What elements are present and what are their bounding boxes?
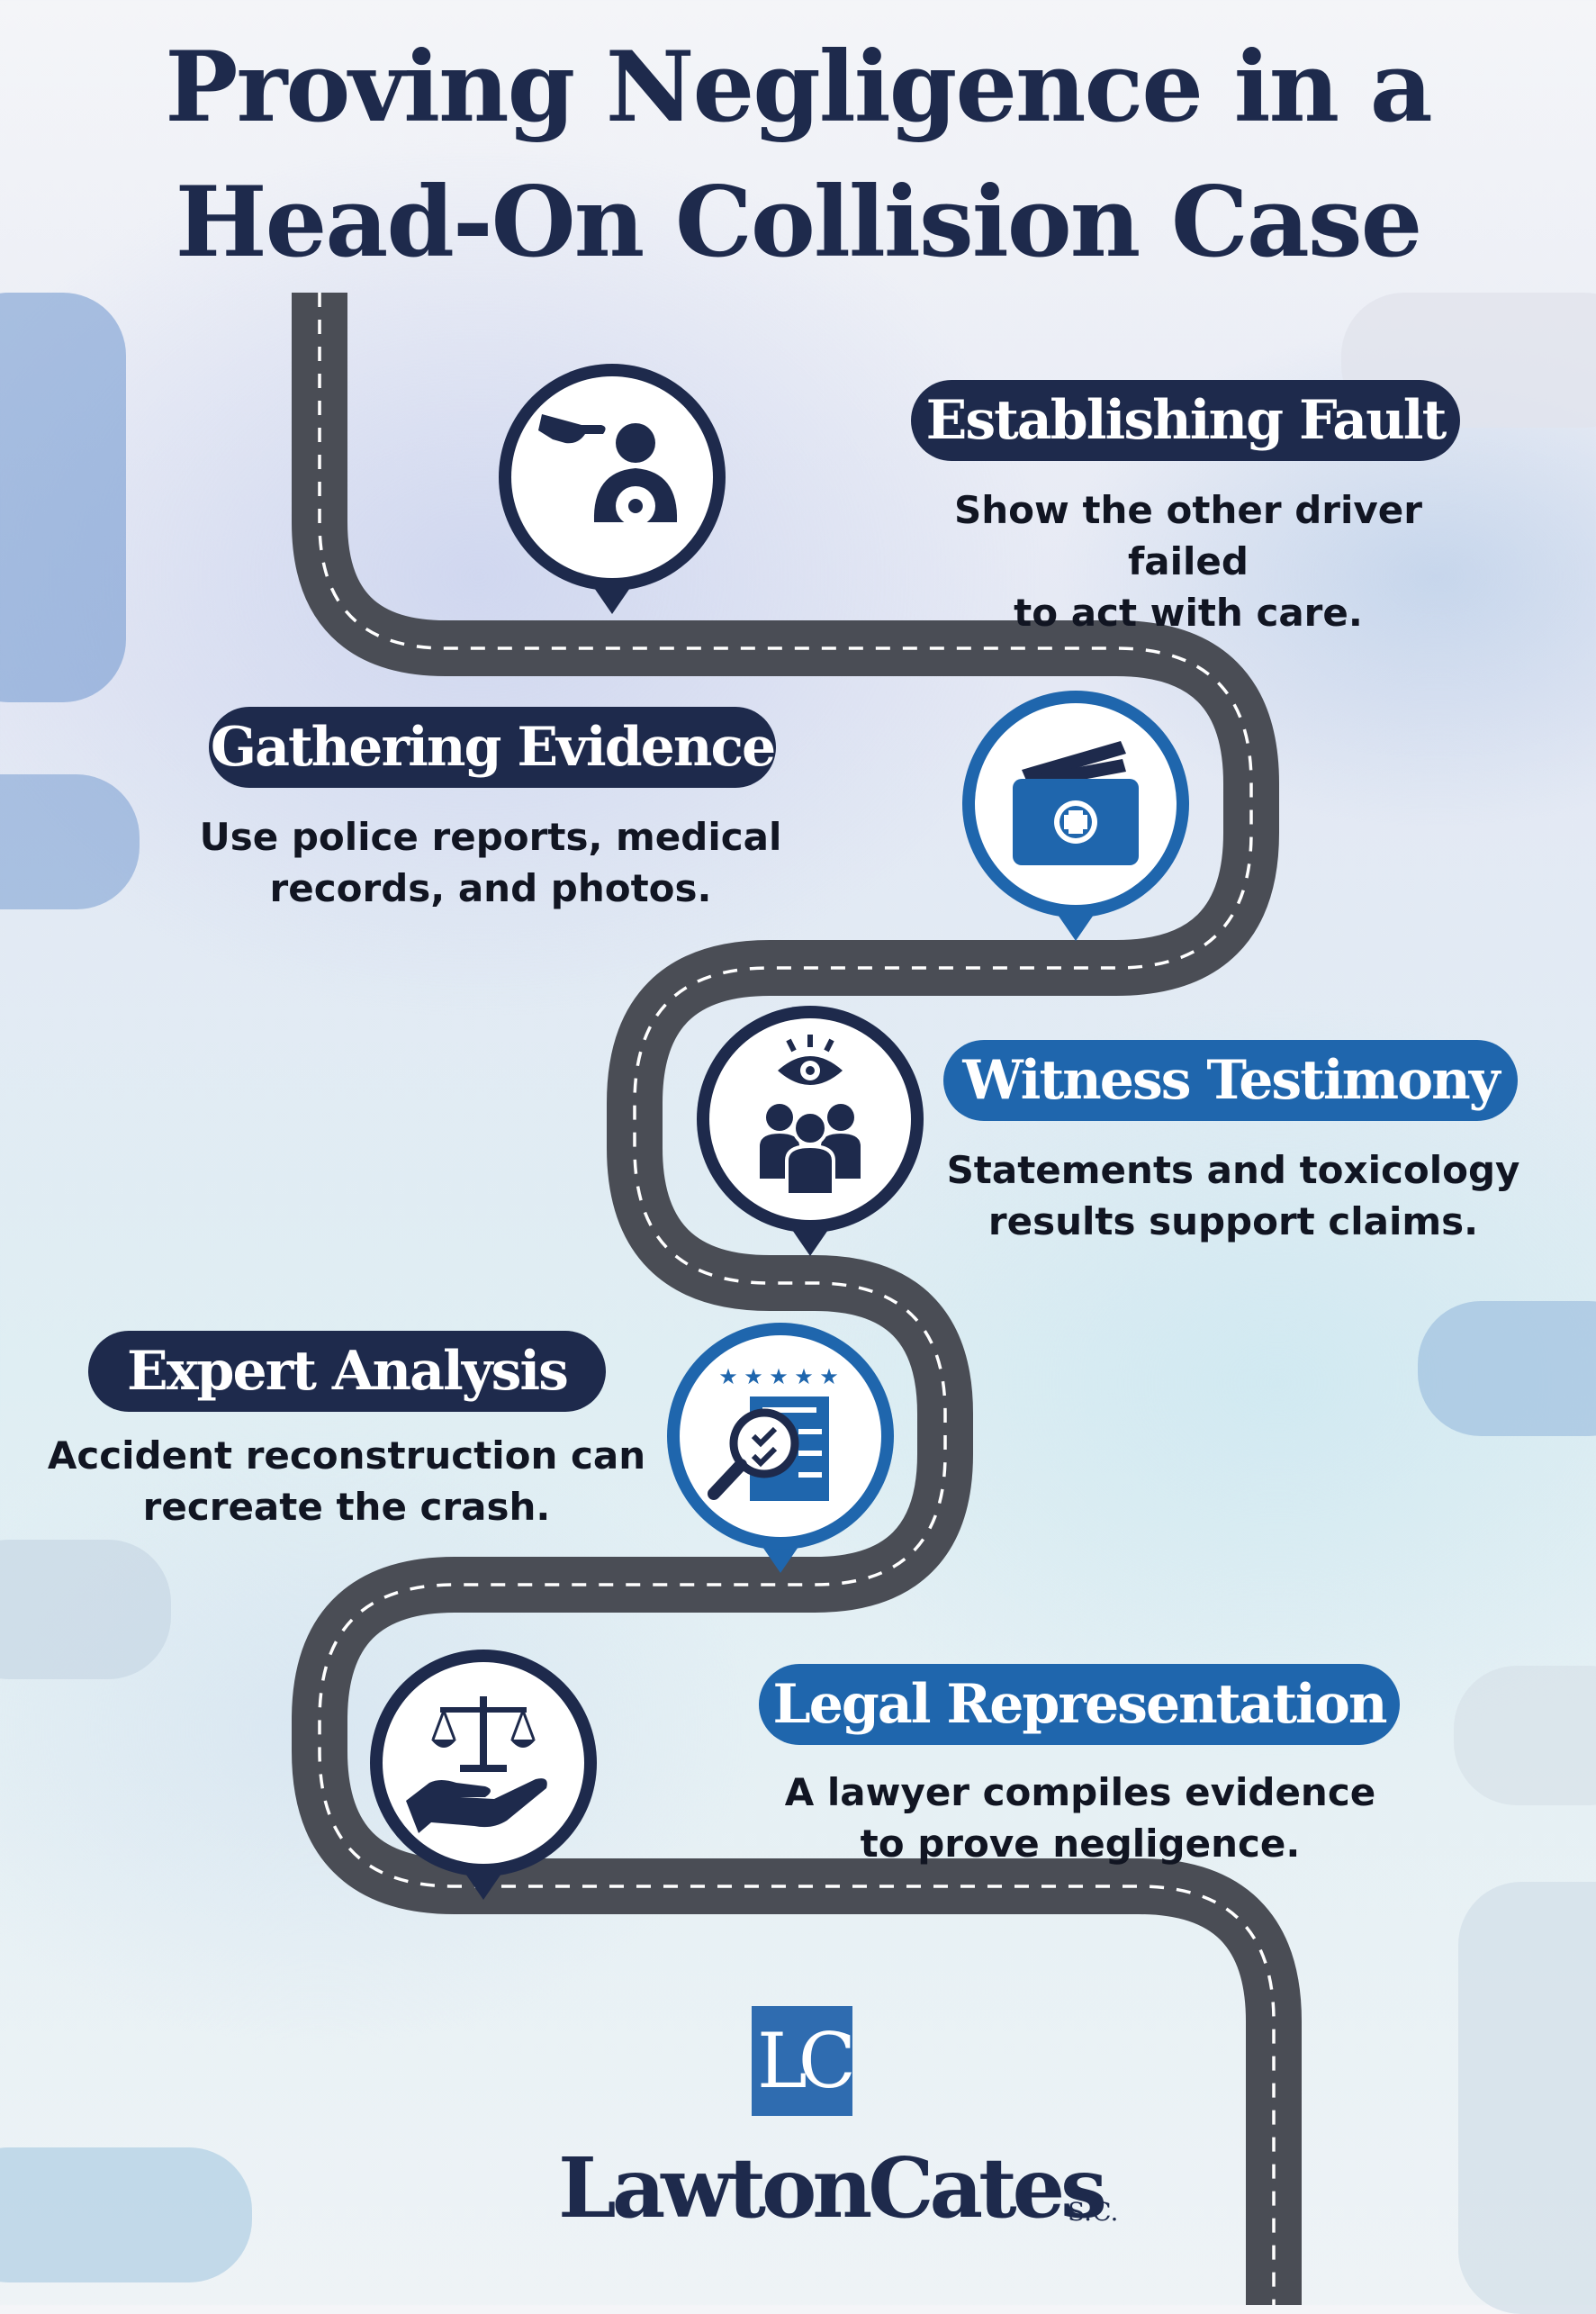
step-5-description: A lawyer compiles evidence to prove negl… <box>765 1767 1395 1869</box>
background-shape <box>0 293 126 702</box>
step-1-description-line-1: Show the other driver failed <box>954 488 1422 583</box>
medical-folder-icon <box>1013 741 1139 865</box>
svg-text:★: ★ <box>744 1364 763 1389</box>
step-5-description-line-1: A lawyer compiles evidence <box>784 1770 1376 1814</box>
background-shape <box>1458 1882 1596 2314</box>
driver-pointing-icon <box>538 414 678 526</box>
svg-text:★: ★ <box>794 1364 814 1389</box>
step-2-heading: Gathering Evidence <box>209 707 776 788</box>
title-line-1: Proving Negligence in a <box>165 31 1433 144</box>
background-shape <box>0 1540 171 1679</box>
logo-monogram: LC <box>756 2017 856 2105</box>
title-line-2: Head-On Collision Case <box>175 166 1423 279</box>
step-1-description-line-2: to act with care. <box>1014 591 1363 635</box>
step-5-description-line-2: to prove negligence. <box>860 1821 1301 1866</box>
background-shape <box>0 774 140 909</box>
step-4-marker: ★★★★★ <box>667 1323 894 1573</box>
logo-suffix: S.C. <box>1068 2197 1119 2227</box>
step-2-description-line-1: Use police reports, medical <box>199 815 782 859</box>
step-2-description: Use police reports, medical records, and… <box>180 811 801 914</box>
step-3-marker <box>697 1006 924 1256</box>
step-3-description-line-1: Statements and toxicology <box>946 1148 1520 1192</box>
background-shape <box>1454 1666 1596 1805</box>
background-shape <box>1418 1301 1596 1436</box>
step-5-marker <box>370 1650 597 1900</box>
logo-monogram-box: LC <box>752 2006 856 2116</box>
step-2-description-line-2: records, and photos. <box>269 866 712 910</box>
step-1-marker <box>499 364 726 614</box>
svg-text:★: ★ <box>718 1364 738 1389</box>
step-4-heading: Expert Analysis <box>88 1331 606 1412</box>
step-4-description-line-2: recreate the crash. <box>142 1485 551 1529</box>
witness-group-eye-icon <box>760 1035 861 1197</box>
background-shape <box>0 2147 252 2282</box>
step-3-description: Statements and toxicology results suppor… <box>927 1144 1539 1247</box>
logo-wordmark: LawtonCates <box>558 2139 1107 2237</box>
svg-text:★: ★ <box>819 1364 839 1389</box>
svg-text:★: ★ <box>769 1364 789 1389</box>
step-1-description: Show the other driver failed to act with… <box>891 484 1485 638</box>
step-5-heading: Legal Representation <box>759 1664 1400 1745</box>
step-1-heading: Establishing Fault <box>911 380 1460 461</box>
step-4-description: Accident reconstruction can recreate the… <box>36 1430 657 1532</box>
step-3-description-line-2: results support claims. <box>987 1199 1479 1243</box>
page-title: Proving Negligence in a Head-On Collisio… <box>0 20 1596 290</box>
step-4-description-line-1: Accident reconstruction can <box>47 1433 646 1478</box>
scales-of-justice-hand-icon <box>406 1696 547 1833</box>
magnifier-checklist-icon: ★★★★★ <box>708 1364 839 1501</box>
step-2-marker <box>962 691 1189 941</box>
step-3-heading: Witness Testimony <box>943 1040 1518 1121</box>
